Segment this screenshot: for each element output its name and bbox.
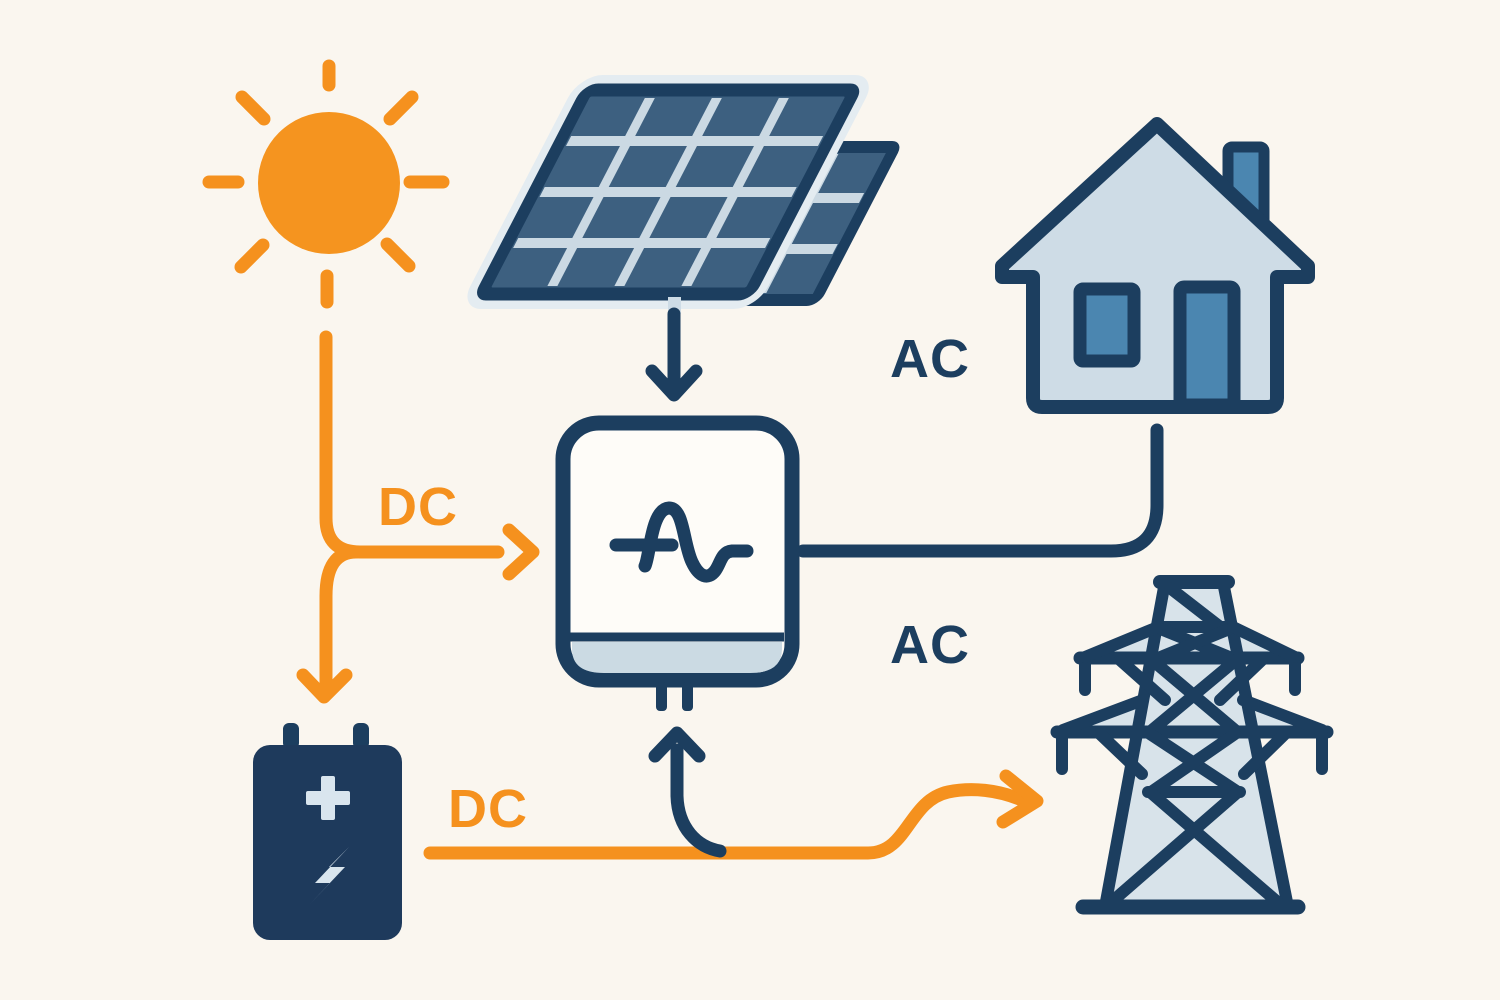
dc-label-bottom: DC <box>448 779 528 839</box>
panel-to-inverter-arrow <box>645 307 703 402</box>
battery-terminal <box>283 723 299 749</box>
inverter-base-strip <box>572 642 782 673</box>
inverter-icon <box>555 415 800 711</box>
line-to-inverter-arrow <box>648 726 727 858</box>
arrow-right-icon <box>996 769 1044 829</box>
dc-flow-sun-lines <box>296 330 540 704</box>
arrow-down-icon <box>645 364 703 402</box>
solar-panel-icon <box>467 75 900 314</box>
dc-label-top: DC <box>378 477 458 537</box>
inverter-leg <box>656 682 667 711</box>
plus-icon <box>306 776 350 820</box>
arrow-down-icon <box>296 668 353 704</box>
sun-icon <box>202 59 450 309</box>
inverter-to-house-line <box>796 423 1164 558</box>
house-icon <box>995 117 1315 414</box>
lightning-bolt-icon <box>310 847 349 904</box>
arrow-up-icon <box>648 726 706 763</box>
battery-icon <box>253 723 402 940</box>
ac-label-top: AC <box>890 329 970 389</box>
inverter-leg <box>682 682 693 711</box>
sine-wave-icon <box>609 501 754 583</box>
battery-body <box>253 745 402 940</box>
door <box>1173 280 1241 412</box>
solar-panel-front <box>477 83 860 301</box>
battery-terminal <box>353 723 369 749</box>
arrow-right-icon <box>502 523 540 581</box>
ac-label-middle: AC <box>890 615 970 675</box>
transmission-tower-icon <box>1050 575 1334 915</box>
window <box>1073 282 1141 368</box>
sun-to-battery-line <box>319 545 363 693</box>
battery-to-grid-line <box>423 769 1044 860</box>
